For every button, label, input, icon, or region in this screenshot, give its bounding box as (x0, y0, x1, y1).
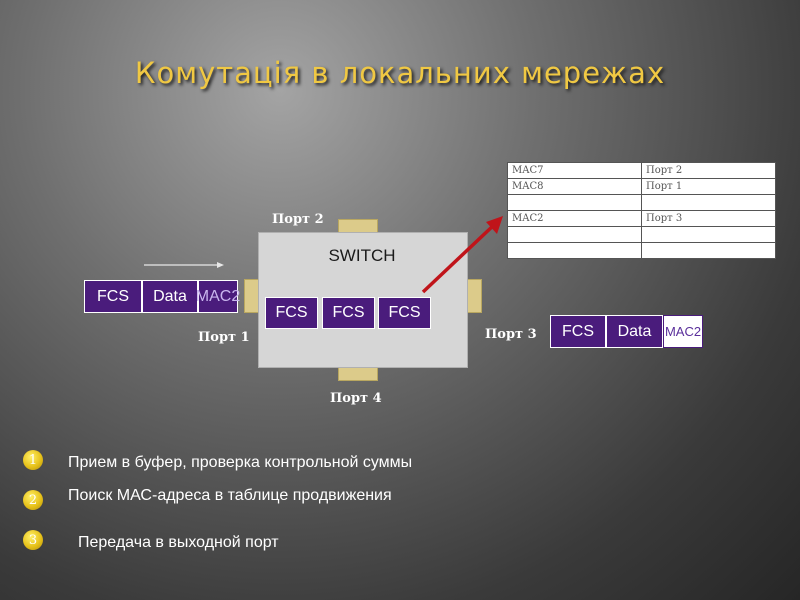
step-3-badge: 3 (23, 530, 43, 550)
switch-buffer-fcs: FCS (322, 297, 375, 329)
table-cell-mac (507, 242, 642, 259)
table-row (507, 194, 776, 211)
port1-label: Порт 1 (198, 330, 250, 345)
switch-label: SWITCH (328, 246, 396, 265)
table-row: MAC2 Порт 3 (507, 210, 776, 227)
incoming-frame-data: Data (142, 280, 198, 313)
lookup-arrow-icon (421, 216, 503, 294)
port4-label: Порт 4 (330, 391, 382, 406)
step-1-text: Прием в буфер, проверка контрольной сумм… (68, 454, 413, 471)
table-cell-port: Порт 3 (641, 210, 776, 227)
incoming-frame-mac: MAC2 (196, 280, 240, 313)
table-cell-mac: MAC7 (507, 162, 642, 179)
port3-label: Порт 3 (485, 327, 537, 342)
table-row (507, 226, 776, 243)
switch-buffer-fcs: FCS (265, 297, 318, 329)
table-row: MAC8 Порт 1 (507, 178, 776, 195)
outgoing-frame-mac: MAC2 (663, 315, 703, 348)
step-2-badge: 2 (23, 490, 43, 510)
table-cell-port (641, 226, 776, 243)
table-cell-port (641, 242, 776, 259)
switch-buffer-fcs: FCS (378, 297, 431, 329)
step-1-badge: 1 (23, 450, 43, 470)
incoming-frame-fcs: FCS (84, 280, 142, 313)
table-cell-mac (507, 226, 642, 243)
table-cell-mac: MAC2 (507, 210, 642, 227)
table-row: MAC7 Порт 2 (507, 162, 776, 179)
table-cell-port (641, 194, 776, 211)
outgoing-frame-data: Data (606, 315, 663, 348)
outgoing-frame-fcs: FCS (550, 315, 606, 348)
incoming-arrow-icon (144, 262, 224, 268)
slide-title: Комутація в локальних мережах (134, 56, 666, 90)
table-cell-mac (507, 194, 642, 211)
table-cell-port: Порт 2 (641, 162, 776, 179)
step-3-text: Передача в выходной порт (78, 534, 279, 551)
forwarding-table: MAC7 Порт 2 MAC8 Порт 1 MAC2 Порт 3 (507, 162, 776, 259)
step-2-text: Поиск МАС-адреса в таблице продвижения (68, 487, 392, 504)
port2-label: Порт 2 (272, 212, 324, 227)
table-cell-mac: MAC8 (507, 178, 642, 195)
table-cell-port: Порт 1 (641, 178, 776, 195)
table-row (507, 242, 776, 259)
